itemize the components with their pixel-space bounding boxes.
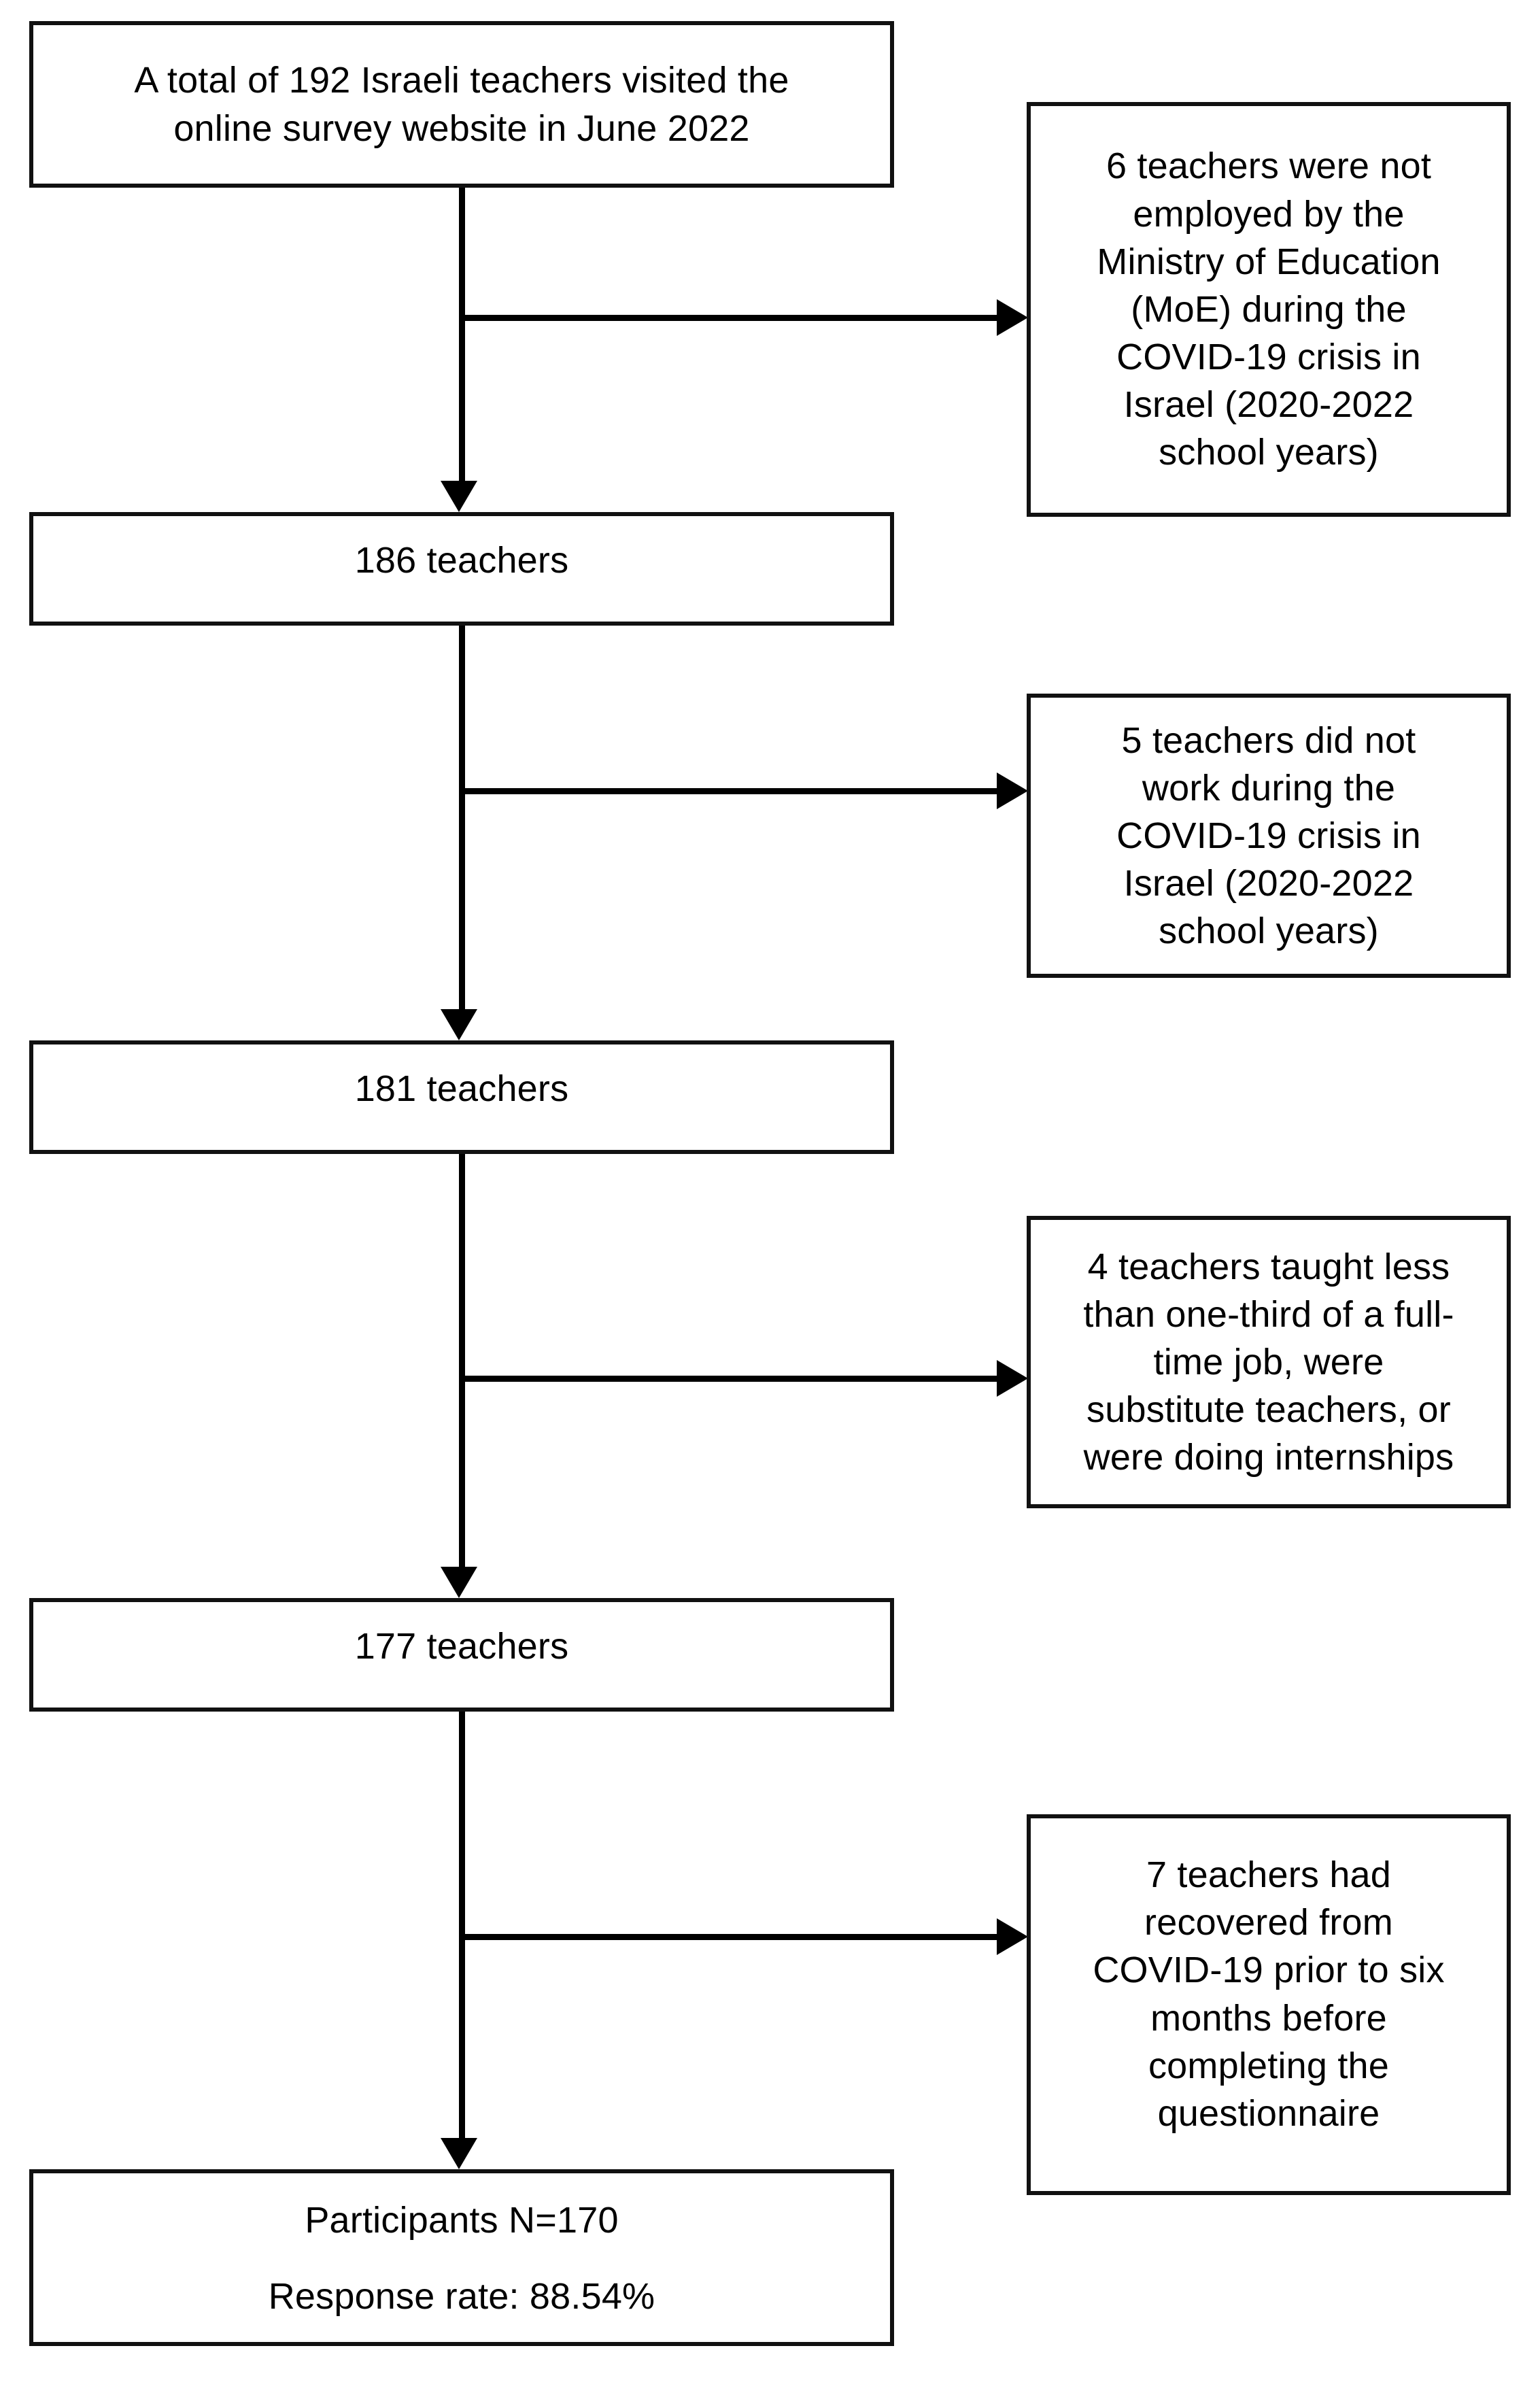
arrow-down-1 <box>441 481 477 512</box>
connector-line-1 <box>459 188 465 481</box>
arrow-right-3 <box>997 1360 1028 1397</box>
connector-line-4 <box>459 1712 465 2139</box>
exclusion-box-1: 6 teachers were not employed by the Mini… <box>1027 102 1511 517</box>
main-box-186: 186 teachers <box>29 512 894 626</box>
branch-line-3 <box>459 1376 998 1382</box>
main-box-visited: A total of 192 Israeli teachers visited … <box>29 21 894 188</box>
main-box-181-text: 181 teachers <box>354 1068 569 1109</box>
branch-line-2 <box>459 788 998 794</box>
exclusion-box-3: 4 teachers taught less than one-third of… <box>1027 1216 1511 1508</box>
arrow-right-4 <box>997 1918 1028 1955</box>
arrow-down-2 <box>441 1009 477 1040</box>
main-box-visited-text: A total of 192 Israeli teachers visited … <box>134 60 789 149</box>
connector-line-2 <box>459 626 465 1010</box>
arrow-down-4 <box>441 2138 477 2169</box>
main-box-181: 181 teachers <box>29 1040 894 1154</box>
main-box-177-text: 177 teachers <box>354 1626 569 1667</box>
exclusion-box-4: 7 teachers had recovered from COVID-19 p… <box>1027 1814 1511 2195</box>
arrow-right-2 <box>997 772 1028 809</box>
branch-line-1 <box>459 315 998 321</box>
main-box-177: 177 teachers <box>29 1598 894 1712</box>
connector-line-3 <box>459 1154 465 1567</box>
arrow-right-1 <box>997 299 1028 336</box>
final-box-participants-count: Participants N=170 <box>305 2200 619 2241</box>
exclusion-box-1-text: 6 teachers were not employed by the Mini… <box>1097 146 1441 473</box>
exclusion-box-2: 5 teachers did not work during the COVID… <box>1027 694 1511 978</box>
exclusion-box-4-text: 7 teachers had recovered from COVID-19 p… <box>1093 1854 1445 2134</box>
final-box-participants: Participants N=170 Response rate: 88.54% <box>29 2169 894 2346</box>
final-box-response-rate: Response rate: 88.54% <box>268 2276 655 2317</box>
exclusion-box-3-text: 4 teachers taught less than one-third of… <box>1083 1246 1454 1478</box>
branch-line-4 <box>459 1934 998 1940</box>
exclusion-box-2-text: 5 teachers did not work during the COVID… <box>1116 719 1421 952</box>
main-box-186-text: 186 teachers <box>354 540 569 581</box>
arrow-down-3 <box>441 1567 477 1598</box>
